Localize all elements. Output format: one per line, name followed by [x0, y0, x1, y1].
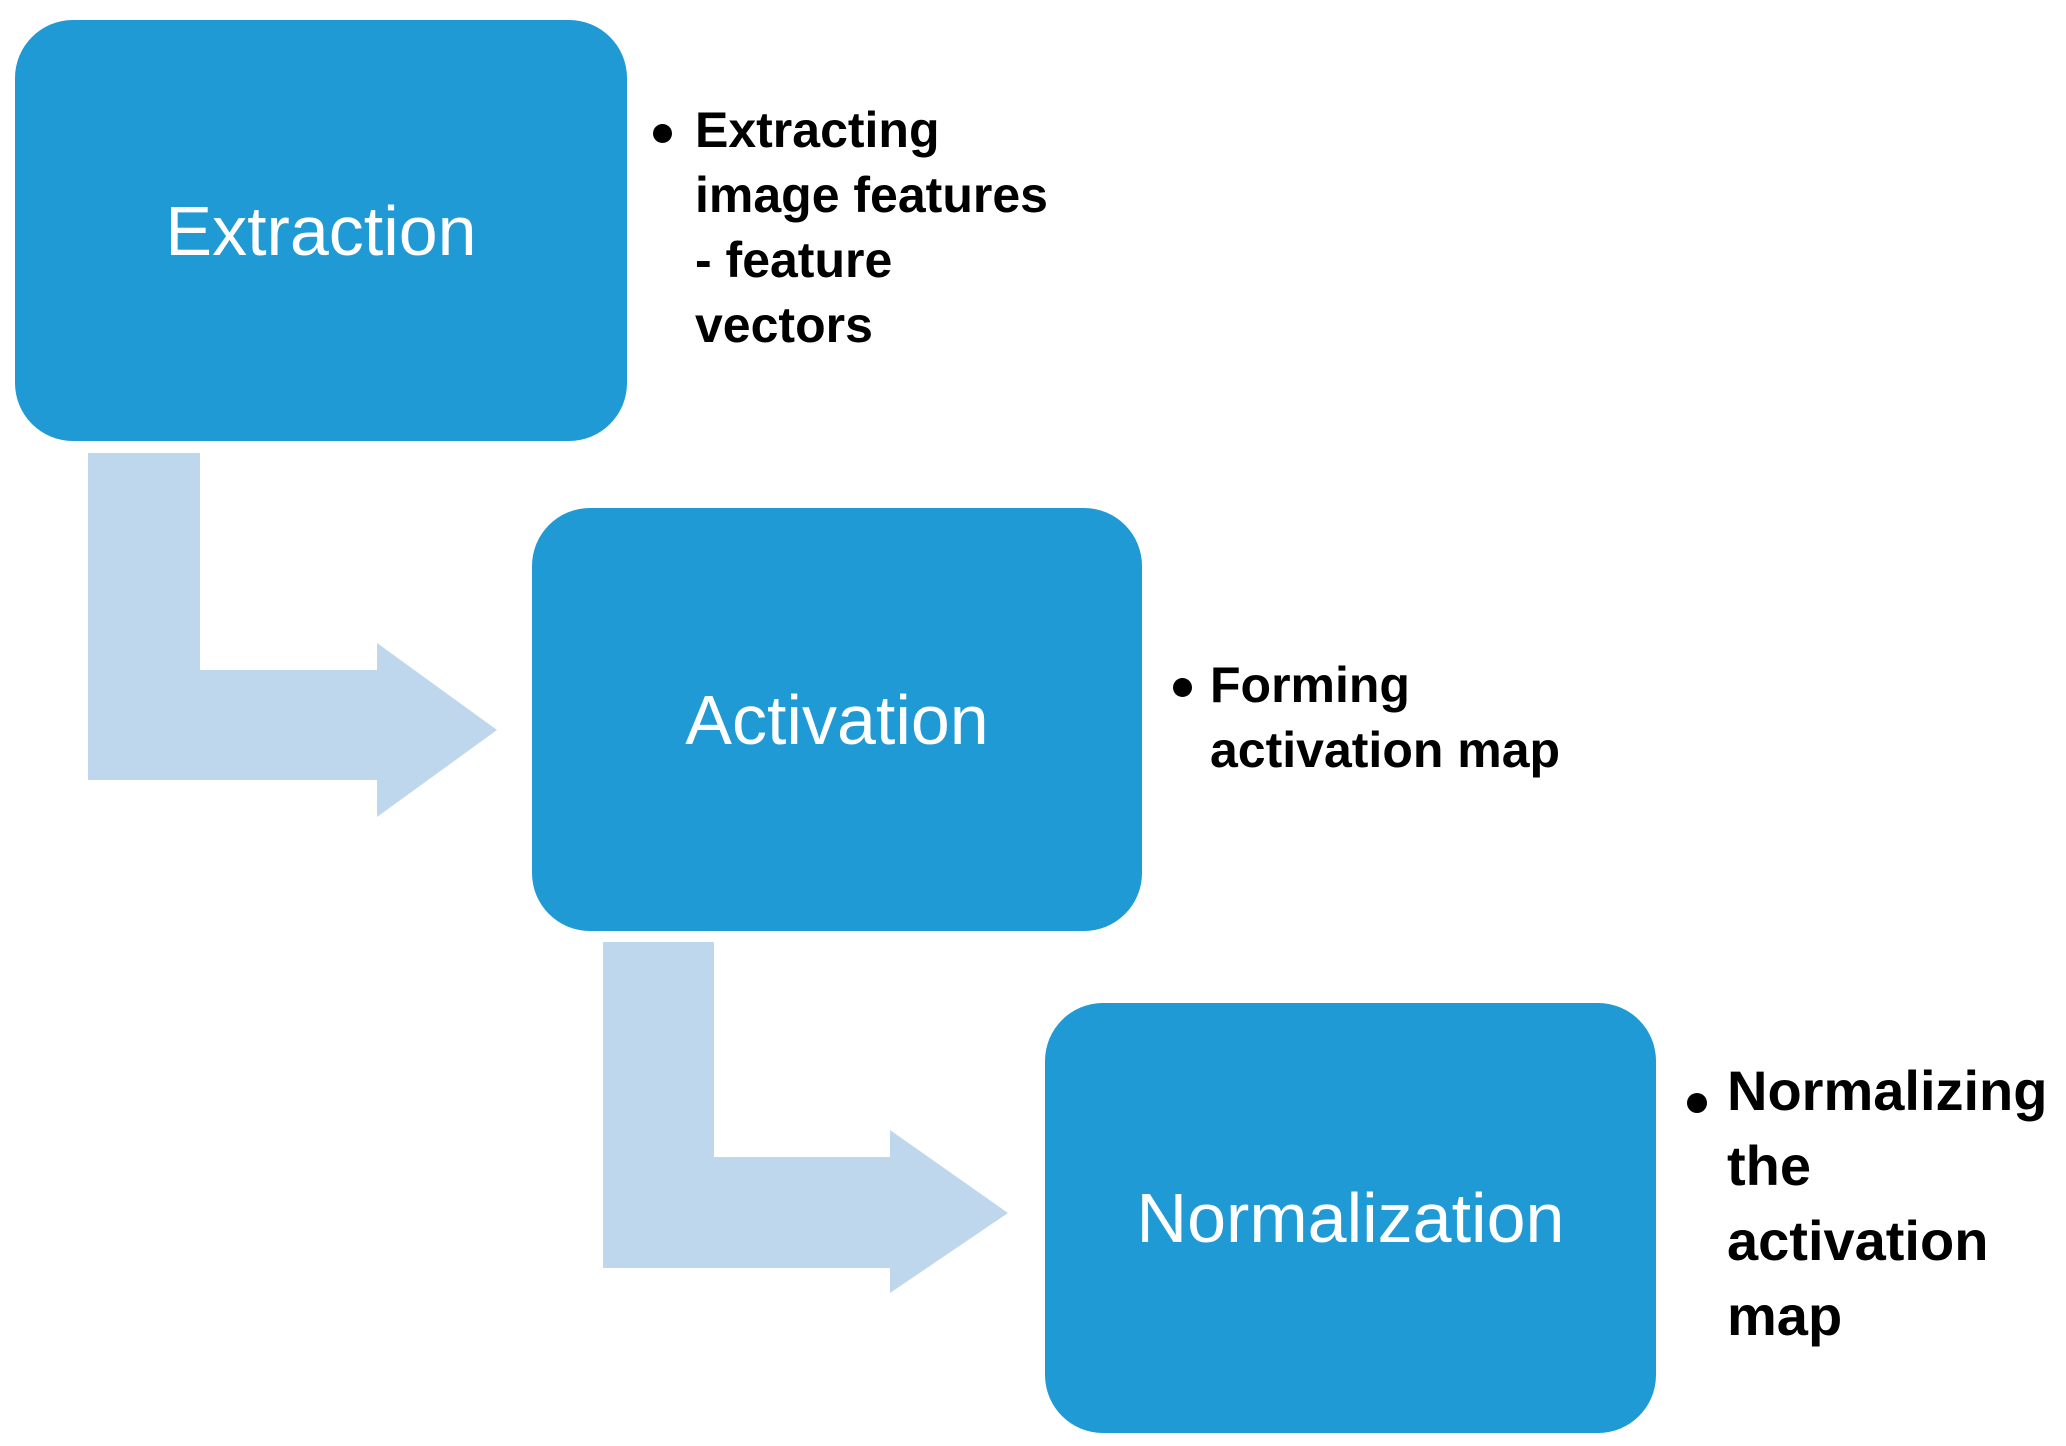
note-normalization: Normalizing the activation map	[1727, 1059, 2048, 1347]
elbow-arrow-icon-2	[603, 942, 1008, 1293]
step-title-extraction: Extraction	[165, 191, 477, 270]
step-title-normalization: Normalization	[1136, 1179, 1565, 1257]
bullet-dot-icon	[1173, 678, 1192, 697]
bullet-dot-icon	[653, 124, 672, 143]
step-box-extraction: Extraction	[15, 20, 627, 441]
step-title-activation: Activation	[685, 680, 989, 759]
elbow-arrow-icon-1	[88, 453, 497, 817]
note-extraction: Extracting image features - feature vect…	[695, 102, 1048, 353]
elbow-arrow-shape-1	[88, 453, 497, 817]
step-box-normalization: Normalization	[1045, 1003, 1656, 1433]
bullet-dot-icon	[1687, 1093, 1707, 1113]
step-box-activation: Activation	[532, 508, 1142, 931]
elbow-arrow-shape-2	[603, 942, 1008, 1293]
note-activation: Forming activation map	[1210, 657, 1561, 778]
